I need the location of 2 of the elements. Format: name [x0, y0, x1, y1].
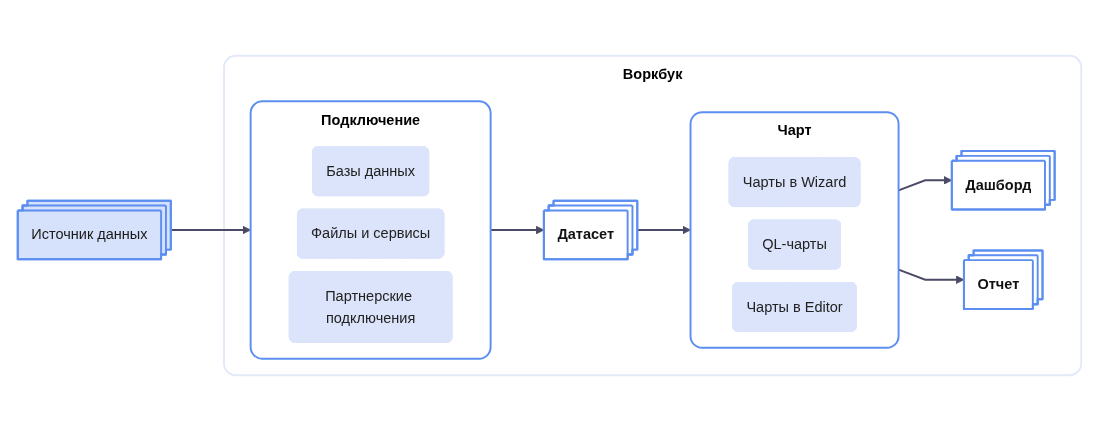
arrow	[169, 225, 251, 235]
arrow	[636, 225, 691, 235]
